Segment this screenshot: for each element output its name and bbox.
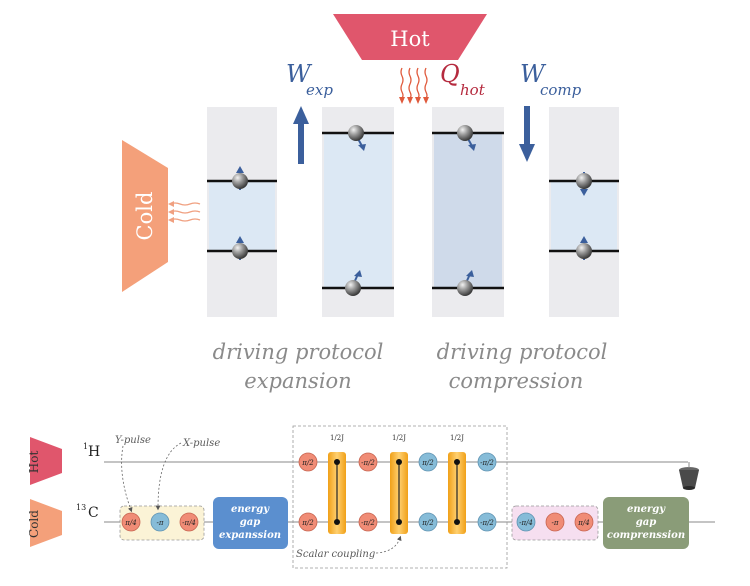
- compression-box-line3: comprenssion: [607, 530, 685, 541]
- h-sup: 1: [83, 442, 88, 451]
- w-comp-sub: comp: [540, 81, 582, 99]
- circuit-hot-label: Hot: [27, 451, 41, 474]
- stage-panel-heated: [432, 107, 504, 317]
- compression-box-line1: energy: [627, 504, 666, 515]
- spin-ball-icon: [457, 270, 474, 296]
- stage-panel-compressed: [549, 107, 619, 317]
- compression-box-line2: gap: [636, 517, 656, 528]
- proton-qubit-label: 1 H: [83, 442, 100, 460]
- cold-bath: Cold: [122, 140, 168, 292]
- hot-bath-label: Hot: [390, 27, 430, 51]
- cold-heat-arrows-icon: [168, 201, 201, 223]
- stage-panel-expanded: [322, 107, 394, 317]
- c-gate-1: π/2: [301, 519, 314, 527]
- spin-ball-icon: [232, 236, 248, 260]
- w-comp-main: W: [520, 60, 547, 88]
- coupling-block: [292, 425, 508, 569]
- hot-bath: Hot: [333, 14, 487, 60]
- final-gates: -π/4 -π π/4: [516, 512, 594, 532]
- h-gate-2: -π/2: [361, 459, 375, 467]
- coupling-time-labels: 1/2J 1/2J 1/2J: [330, 434, 464, 442]
- carbon-gates: π/2 -π/2 π/2 -π/2: [298, 512, 497, 532]
- expansion-box-line3: expanssion: [219, 530, 281, 541]
- prep-gates: π/4 -π -π/4: [121, 512, 199, 532]
- expansion-box-line1: energy: [231, 504, 270, 515]
- coupling-time-1: 1/2J: [330, 434, 344, 442]
- h-gate-1: π/2: [301, 459, 314, 467]
- work-compression-label: W comp: [520, 60, 582, 99]
- x-pulse-label: X-pulse: [182, 438, 220, 449]
- w-exp-sub: exp: [306, 81, 333, 99]
- circuit-cold-label: Cold: [27, 510, 41, 538]
- work-expansion-arrow-icon: [293, 106, 309, 164]
- c-sup: 13: [76, 503, 86, 512]
- spin-ball-icon: [345, 270, 362, 296]
- energy-gap-compression-box: energy gap comprenssion: [603, 497, 689, 549]
- h-main: H: [88, 444, 100, 460]
- coupling-bars: [328, 452, 466, 534]
- prep-gate-3: -π/4: [182, 519, 196, 527]
- expansion-box-line2: gap: [240, 517, 260, 528]
- stage-panel-initial: [207, 107, 277, 317]
- cold-bath-label: Cold: [133, 192, 157, 241]
- final-gate-2: -π: [552, 519, 559, 527]
- spin-ball-icon: [348, 125, 366, 151]
- y-pulse-pointer: [121, 445, 133, 513]
- c-gate-2: -π/2: [361, 519, 375, 527]
- w-exp-main: W: [286, 60, 313, 88]
- h-gate-4: -π/2: [480, 459, 494, 467]
- heat-hot-label: Q hot: [440, 60, 486, 99]
- q-hot-main: Q: [440, 60, 460, 88]
- c-gate-4: -π/2: [480, 519, 494, 527]
- x-pulse-pointer: [155, 442, 182, 511]
- energy-gap-expansion-box: energy gap expanssion: [213, 497, 288, 549]
- expansion-caption-line2: expansion: [244, 369, 351, 393]
- final-gate-3: π/4: [577, 519, 589, 527]
- spin-ball-icon: [457, 125, 476, 151]
- carbon-qubit-label: 13 C: [76, 503, 99, 521]
- h-gate-3: π/2: [421, 459, 434, 467]
- scalar-coupling-pointer: [375, 535, 402, 554]
- circuit-hot-bath: Hot: [27, 437, 62, 485]
- work-compression-arrow-icon: [519, 106, 535, 162]
- y-pulse-label: Y-pulse: [115, 435, 151, 446]
- scalar-coupling-label: Scalar coupling: [296, 549, 375, 560]
- spin-ball-icon: [232, 166, 248, 190]
- c-gate-3: π/2: [421, 519, 434, 527]
- spin-ball-icon: [576, 236, 592, 260]
- circuit-cold-bath: Cold: [27, 499, 62, 547]
- work-expansion-label: W exp: [286, 60, 333, 99]
- spin-ball-icon: [576, 172, 592, 196]
- compression-caption-line2: compression: [449, 369, 584, 393]
- final-gate-1: -π/4: [519, 519, 533, 527]
- c-main: C: [88, 505, 99, 521]
- q-hot-sub: hot: [460, 81, 486, 99]
- coupling-time-2: 1/2J: [392, 434, 406, 442]
- prep-gate-2: -π: [157, 519, 164, 527]
- expansion-caption-line1: driving protocol: [213, 340, 384, 364]
- compression-caption-line1: driving protocol: [437, 340, 608, 364]
- trace-out-bucket-icon: [679, 462, 699, 490]
- hot-heat-arrows-icon: [399, 67, 429, 104]
- coupling-time-3: 1/2J: [450, 434, 464, 442]
- prep-gate-1: π/4: [124, 519, 136, 527]
- proton-gates: π/2 -π/2 π/2 -π/2: [298, 452, 497, 472]
